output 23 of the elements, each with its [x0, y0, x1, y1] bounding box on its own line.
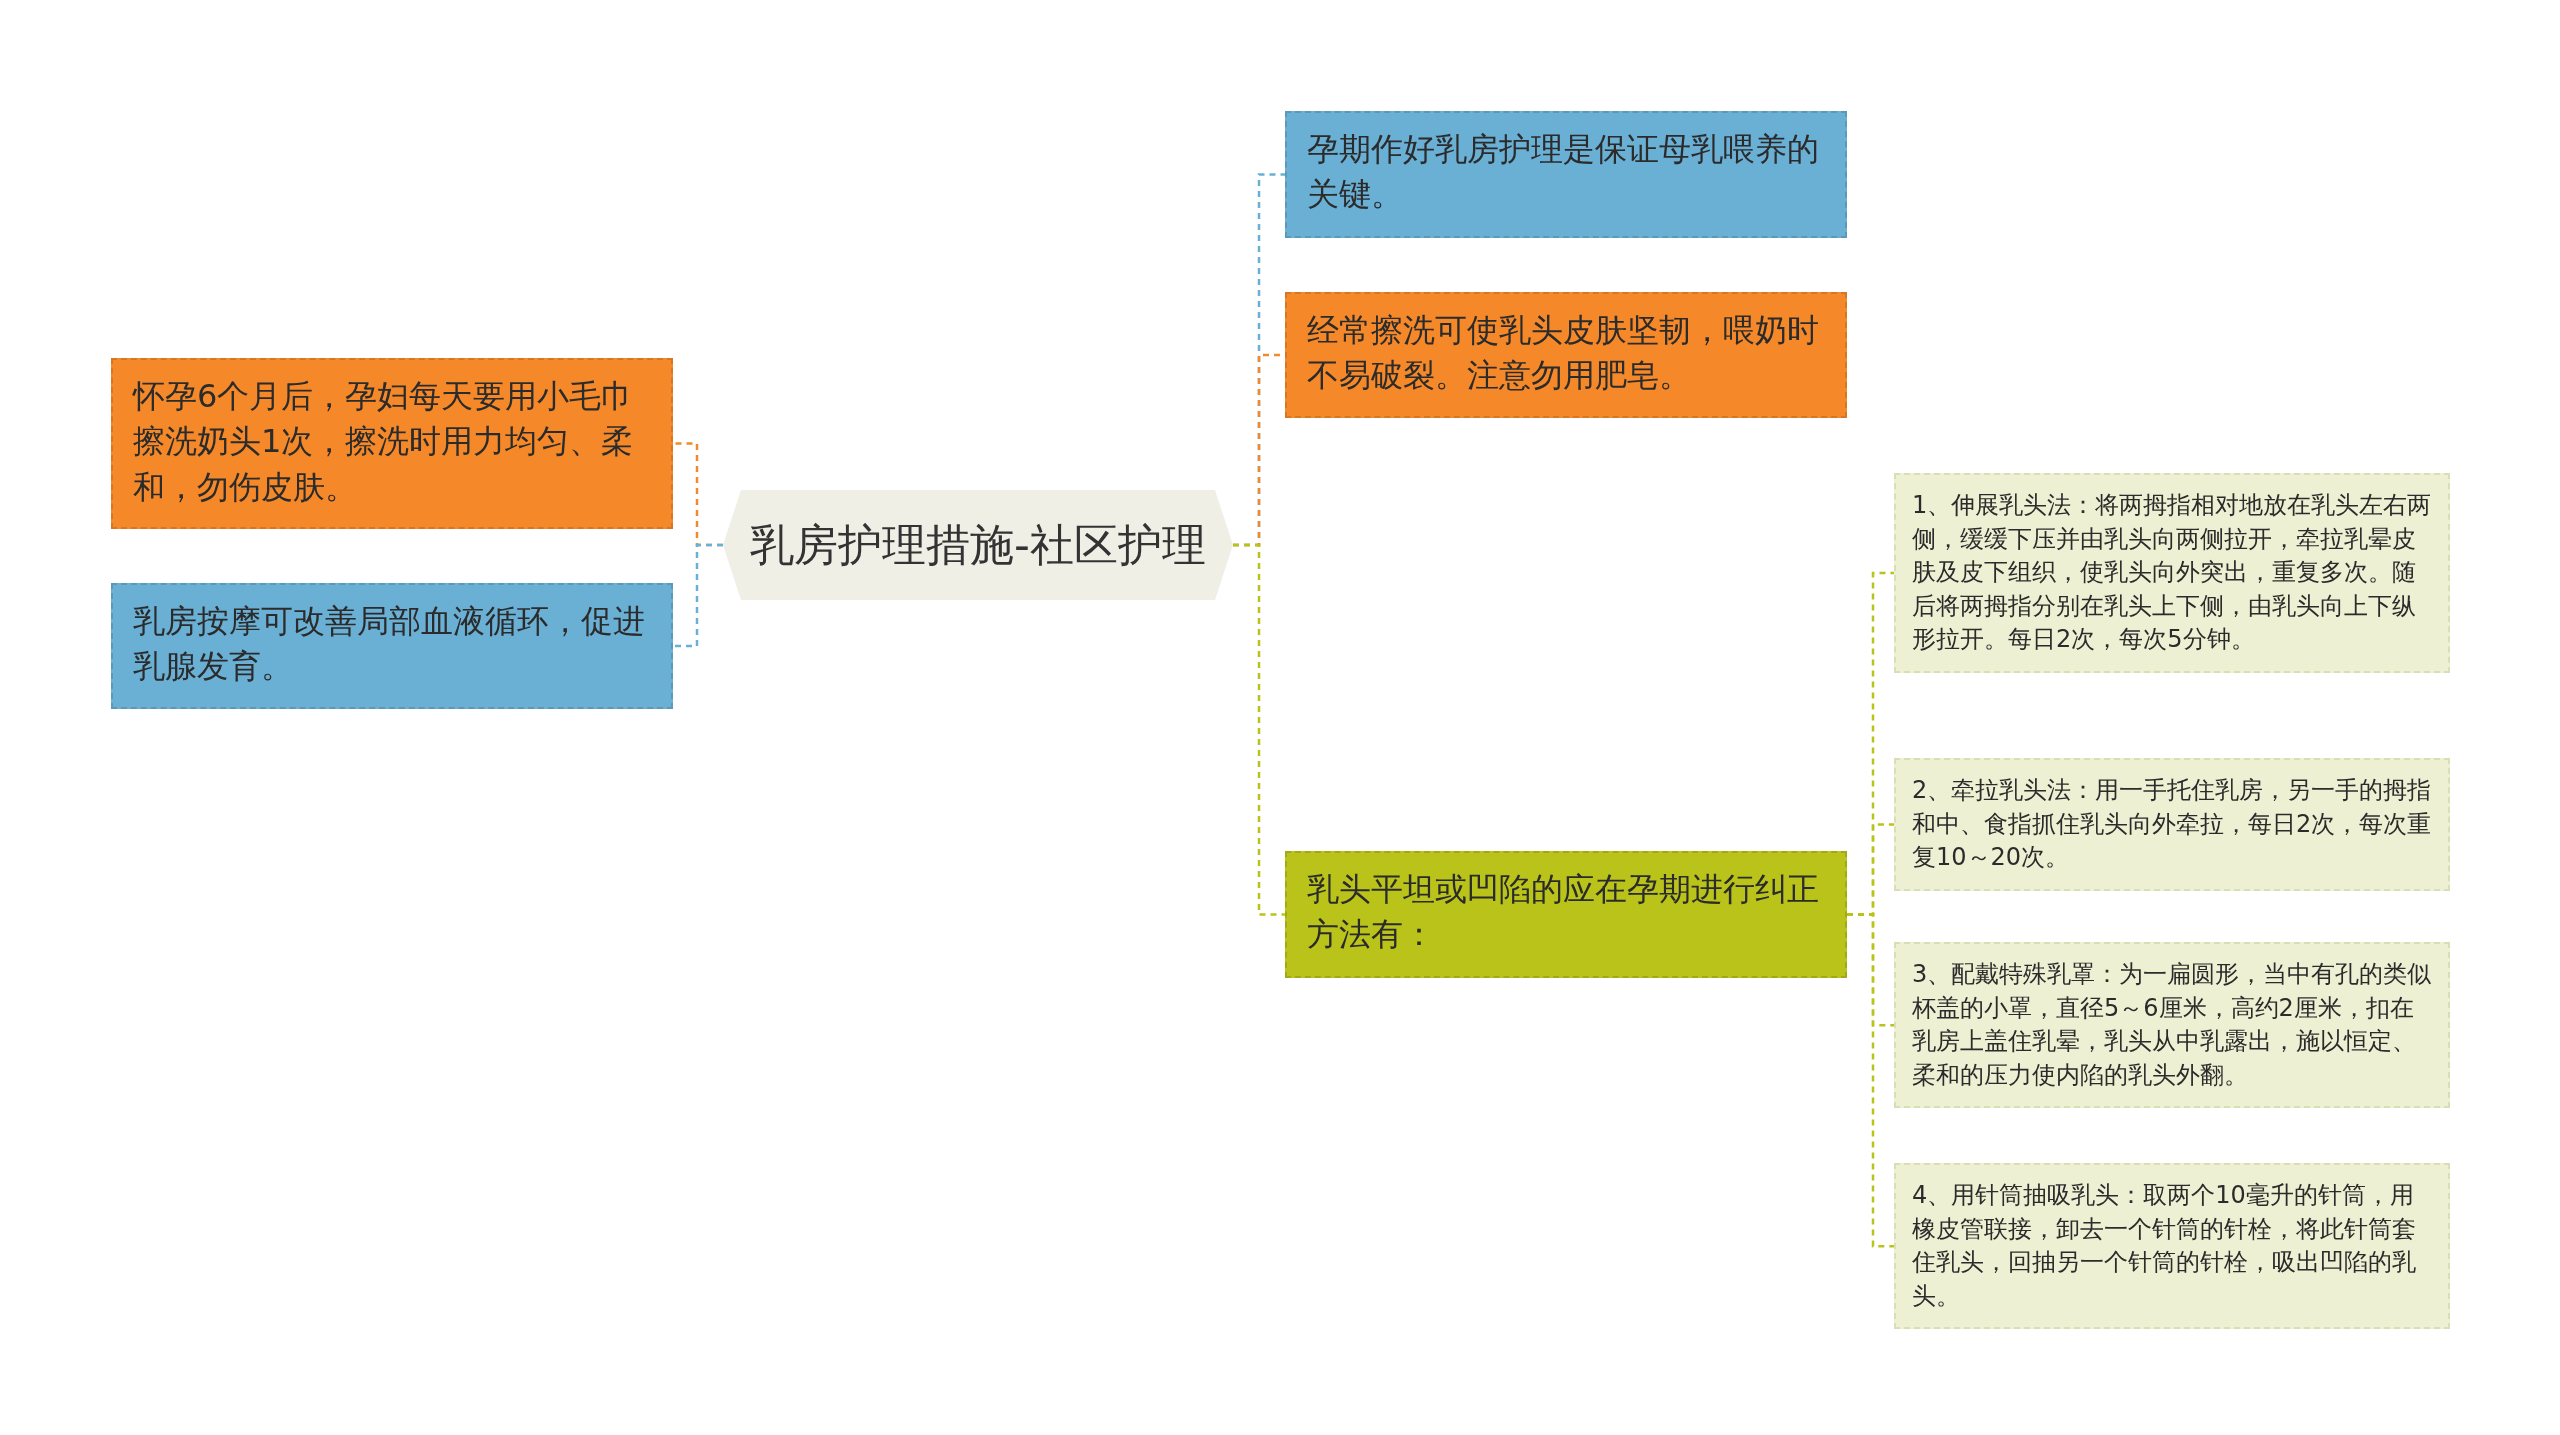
topic-text: 4、用针筒抽吸乳头：取两个10毫升的针筒，用橡皮管联接，卸去一个针筒的针栓，将此针筒套住乳头，回抽另一个针筒的针栓，吸出凹陷的乳头。 — [1912, 1180, 2417, 1312]
topic-text: 1、伸展乳头法：将两拇指相对地放在乳头左右两侧，缓缓下压并由乳头向两侧拉开，牵拉乳晕皮肤及皮下组织，使乳头向外突出，重复多次。随后将两拇指分别在乳头上下侧，由乳头向上下纵形拉开。每日2次，每次5分钟。 — [1912, 490, 2432, 656]
connector-line — [673, 543, 723, 648]
topic-box — [111, 358, 673, 529]
topic-text: 怀孕6个月后，孕妇每天要用小毛巾擦洗奶头1次，擦洗时用力均匀、柔和，勿伤皮肤。 — [133, 376, 635, 508]
topic-text: 乳头平坦或凹陷的应在孕期进行纠正方法有： — [1307, 869, 1820, 956]
topic-text: 乳房按摩可改善局部血液循环，促进乳腺发育。 — [133, 601, 646, 688]
topic-box — [1285, 111, 1847, 238]
topic-box — [1285, 292, 1847, 418]
topic-text: 3、配戴特殊乳罩：为一扁圆形，当中有孔的类似杯盖的小罩，直径5～6厘米，高约2厘米，扣在乳房上盖住乳晕，乳头从中乳露出，施以恒定、柔和的压力使内陷的乳头外翻。 — [1912, 959, 2432, 1091]
topic-text: 2、牵拉乳头法：用一手托住乳房，另一手的拇指和中、食指抓住乳头向外牵拉，每日2次，每次重复10～20次。 — [1912, 775, 2432, 874]
connector-line — [1233, 543, 1285, 916]
subtopic-box — [1894, 942, 2450, 1109]
topic-box — [1285, 851, 1847, 978]
central-topic — [723, 490, 1233, 600]
connector-line — [1847, 913, 1894, 1248]
topic-box — [111, 583, 673, 709]
subtopic-box — [1894, 758, 2450, 891]
topic-text: 孕期作好乳房护理是保证母乳喂养的关键。 — [1307, 129, 1820, 216]
topic-text: 经常擦洗可使乳头皮肤坚韧，喂奶时不易破裂。注意勿用肥皂。 — [1307, 310, 1820, 397]
topic-text: 乳房护理措施-社区护理 — [750, 517, 1206, 572]
subtopic-box — [1894, 1163, 2450, 1330]
subtopic-box — [1894, 473, 2450, 673]
